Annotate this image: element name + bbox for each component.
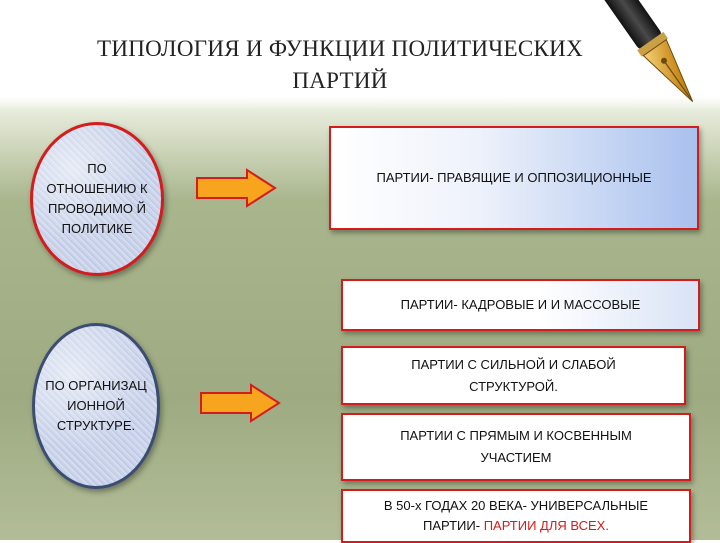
fountain-pen-icon [601,0,694,103]
page-title: ТИПОЛОГИЯ И ФУНКЦИИ ПОЛИТИЧЕСКИХ ПАРТИЙ [40,33,640,97]
direct-indirect-box: ПАРТИИ С ПРЯМЫМ И КОСВЕННЫМ УЧАСТИЕМ [341,413,691,481]
title-line-2: ПАРТИЙ [292,68,388,93]
universal-line-2: ПАРТИИ- ПАРТИИ ДЛЯ ВСЕХ. [384,516,648,536]
strong-weak-line-2: СТРУКТУРОЙ. [469,378,558,394]
universal-line-2-prefix: ПАРТИИ- [423,518,484,533]
right-arrow-icon [196,168,277,208]
direct-indirect-line-1: ПАРТИИ С ПРЯМЫМ И КОСВЕННЫМ [400,428,632,443]
title-line-1: ТИПОЛОГИЯ И ФУНКЦИИ ПОЛИТИЧЕСКИХ [97,36,583,61]
policy-criterion-label: ПО ОТНОШЕНИЮ К ПРОВОДИМО Й ПОЛИТИКЕ [46,161,148,236]
cadre-mass-box: ПАРТИИ- КАДРОВЫЕ И И МАССОВЫЕ [341,279,700,331]
ruling-opposition-box: ПАРТИИ- ПРАВЯЩИЕ И ОППОЗИЦИОННЫЕ [329,126,699,230]
structure-criterion-circle: ПО ОРГАНИЗАЦ ИОННОЙ СТРУКТУРЕ. [32,323,160,489]
universal-line-1: В 50-х ГОДАХ 20 ВЕКА- УНИВЕРСАЛЬНЫЕ [383,498,649,513]
cadre-mass-label: ПАРТИИ- КАДРОВЫЕ И И МАССОВЫЕ [400,297,641,312]
right-arrow-icon [200,383,281,423]
direct-indirect-line-2: УЧАСТИЕМ [480,450,552,465]
strong-weak-structure-box: ПАРТИИ С СИЛЬНОЙ И СЛАБОЙ СТРУКТУРОЙ. [341,346,686,405]
structure-criterion-label: ПО ОРГАНИЗАЦ ИОННОЙ СТРУКТУРЕ. [45,378,147,433]
universal-parties-box: В 50-х ГОДАХ 20 ВЕКА- УНИВЕРСАЛЬНЫЕ ПАРТ… [341,489,691,543]
ruling-opposition-label: ПАРТИИ- ПРАВЯЩИЕ И ОППОЗИЦИОННЫЕ [376,170,652,185]
policy-criterion-circle: ПО ОТНОШЕНИЮ К ПРОВОДИМО Й ПОЛИТИКЕ [30,122,164,276]
universal-highlight: ПАРТИИ ДЛЯ ВСЕХ. [483,518,609,533]
strong-weak-line-1: ПАРТИИ С СИЛЬНОЙ И СЛАБОЙ [411,356,616,372]
title-band [0,0,720,110]
